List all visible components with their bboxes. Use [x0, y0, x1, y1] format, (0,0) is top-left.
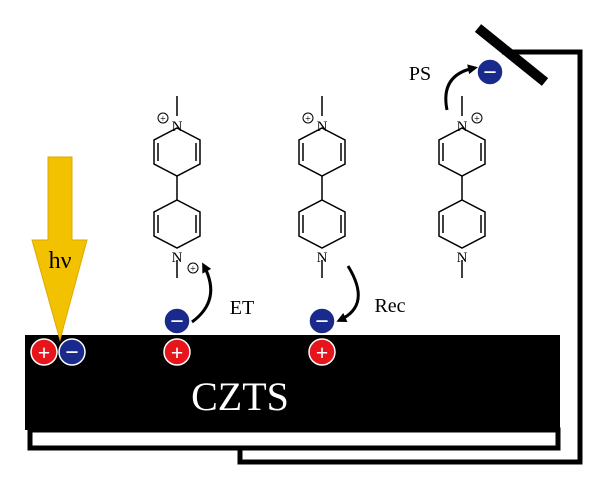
viologen-molecule-1 — [153, 96, 201, 278]
czts-label: CZTS — [191, 374, 289, 419]
pyridine-ring-bottom — [153, 199, 201, 249]
cation-charge-icon — [187, 262, 199, 274]
nitrogen-label: N — [317, 119, 328, 135]
czts-layer: CZTS — [25, 335, 560, 430]
nitrogen-label: N — [457, 119, 468, 135]
plus-circle-icon — [163, 338, 191, 366]
cation-sign: + — [160, 114, 166, 125]
surface-hole-2: + — [163, 338, 191, 366]
charge-carriers: + − + + − − − — [30, 58, 504, 366]
ps-arrow — [444, 64, 478, 111]
down-arrow-icon — [31, 156, 88, 342]
et-label: ET — [230, 297, 254, 319]
nitrogen-label: N — [172, 119, 183, 135]
cation-sign: + — [474, 114, 480, 125]
minus-sign: − — [483, 60, 497, 86]
back-contact-outline — [27, 427, 561, 451]
process-arrows: ET Rec PS — [191, 63, 478, 324]
minus-circle-icon — [308, 307, 336, 335]
pyridine-ring-top — [298, 127, 346, 177]
et-arrow — [191, 262, 213, 324]
pyridine-ring-bottom — [438, 199, 486, 249]
minus-sign: − — [170, 309, 184, 335]
rec-label: Rec — [374, 295, 405, 317]
cation-sign: + — [305, 114, 311, 125]
cation-charge-icon — [302, 112, 314, 124]
ps-label: PS — [409, 63, 431, 85]
plus-sign: + — [171, 340, 184, 365]
plus-circle-icon — [308, 338, 336, 366]
minus-circle-icon — [58, 338, 86, 366]
switch-bar-icon — [474, 24, 549, 86]
czts-substrate — [25, 335, 560, 430]
cation-sign: + — [190, 264, 196, 275]
nitrogen-label: N — [457, 250, 468, 266]
ps-electron: − — [476, 58, 504, 86]
excited-electron-2: − — [308, 307, 336, 335]
minus-sign: − — [65, 340, 79, 366]
surface-electron-1: − — [58, 338, 86, 366]
pyridine-ring-top — [153, 127, 201, 177]
minus-sign: − — [315, 309, 329, 335]
surface-hole-3: + — [308, 338, 336, 366]
surface-hole-1: + — [30, 338, 58, 366]
viologen-molecule-3 — [438, 96, 486, 278]
plus-sign: + — [316, 340, 329, 365]
pyridine-ring-top — [438, 127, 486, 177]
nitrogen-label: N — [172, 250, 183, 266]
cation-charge-icon — [471, 112, 483, 124]
excited-electron-1: − — [163, 307, 191, 335]
light-beam: hν — [31, 156, 88, 342]
nitrogen-label: N — [317, 250, 328, 266]
circuit-wire — [237, 49, 583, 465]
rec-arrow — [336, 265, 360, 322]
cation-charge-icon — [157, 112, 169, 124]
pyridine-ring-bottom — [298, 199, 346, 249]
light-label: hν — [49, 248, 72, 274]
plus-sign: + — [38, 340, 51, 365]
viologen-molecule-2 — [298, 96, 346, 278]
plus-circle-icon — [30, 338, 58, 366]
minus-circle-icon — [163, 307, 191, 335]
